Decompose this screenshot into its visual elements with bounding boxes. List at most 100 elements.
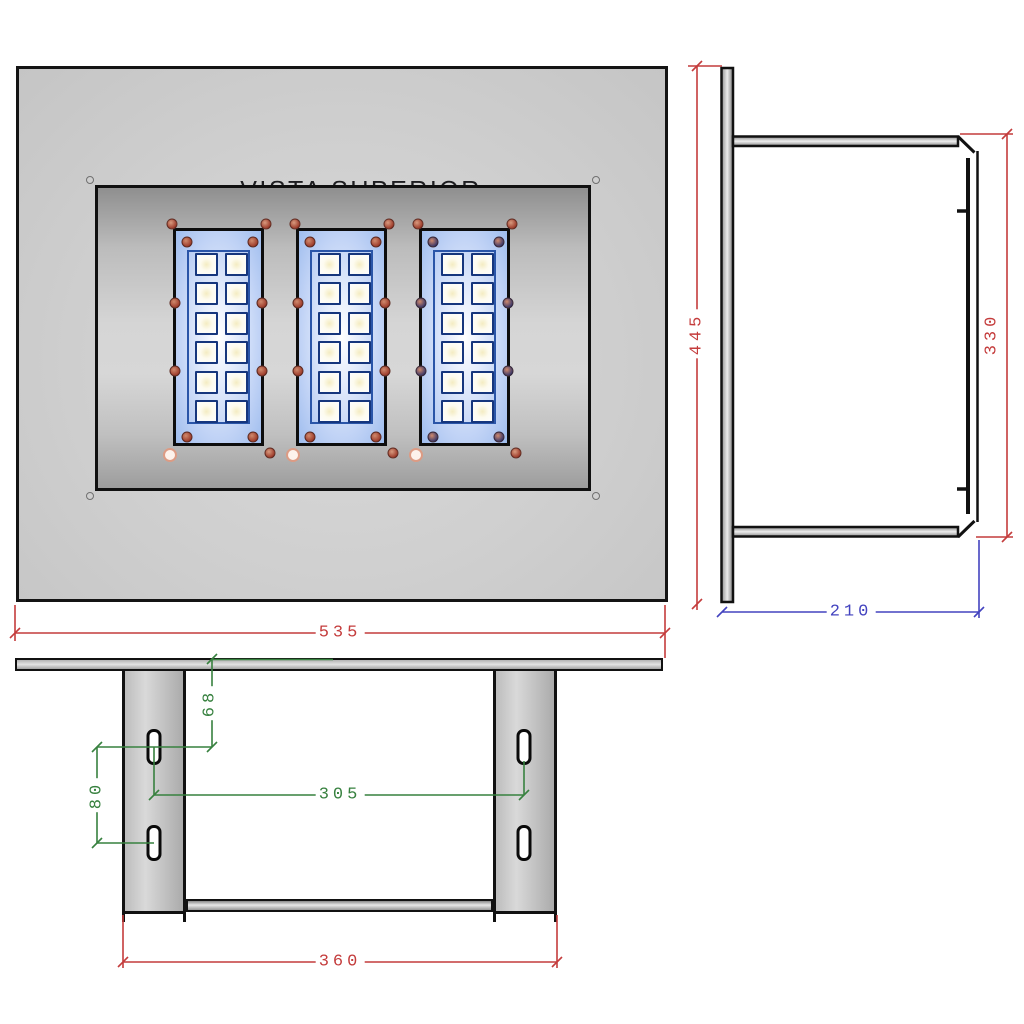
led-cell (224, 282, 248, 305)
screw (169, 297, 181, 309)
screw (427, 236, 439, 248)
led-module (286, 218, 399, 462)
screw (247, 236, 259, 248)
led-cell (317, 252, 341, 276)
leg-edge (554, 912, 557, 922)
led-cell (440, 282, 464, 305)
left-leg (122, 671, 186, 914)
right-leg (493, 671, 557, 914)
dim-label-68: 68 (201, 685, 220, 721)
screw (412, 218, 424, 230)
screw (379, 365, 391, 377)
led-cell (470, 252, 494, 276)
led-cell (347, 341, 371, 364)
screw-hole-ring (163, 448, 177, 462)
led-cell (347, 400, 371, 423)
screw (379, 297, 391, 309)
dim-label-80: 80 (88, 777, 107, 813)
led-cell (317, 400, 341, 423)
led-cell (440, 341, 464, 364)
front-bottom-bar (186, 899, 493, 912)
dim-label-360: 360 (315, 953, 365, 971)
led-cell (194, 370, 218, 394)
screw (260, 218, 272, 230)
screw (370, 236, 382, 248)
led-cell (470, 400, 494, 423)
led-cell (194, 341, 218, 364)
screw-hole-ring (286, 448, 300, 462)
led-cell (194, 311, 218, 335)
screw (415, 297, 427, 309)
led-cell (470, 341, 494, 364)
screw (502, 365, 514, 377)
screw (510, 447, 522, 459)
led-cell (317, 370, 341, 394)
led-module (163, 218, 276, 462)
led-cell (440, 370, 464, 394)
screw (502, 297, 514, 309)
screw (506, 218, 518, 230)
corner-hole (592, 176, 600, 184)
screw (493, 431, 505, 443)
corner-hole (86, 492, 94, 500)
mounting-slot (146, 825, 162, 861)
led-cell (347, 311, 371, 335)
screw (289, 218, 301, 230)
mounting-slot (516, 825, 532, 861)
led-cell (224, 252, 248, 276)
led-cell (470, 282, 494, 305)
led-cell (224, 341, 248, 364)
screw (304, 236, 316, 248)
leg-edge (183, 912, 186, 922)
led-cell (194, 282, 218, 305)
led-cell (470, 370, 494, 394)
led-cell (347, 252, 371, 276)
screw (264, 447, 276, 459)
module-frame (433, 250, 496, 424)
led-cell (224, 311, 248, 335)
screw (383, 218, 395, 230)
led-cell (194, 252, 218, 276)
screw (181, 236, 193, 248)
screw (304, 431, 316, 443)
screw (427, 431, 439, 443)
screw-hole-ring (409, 448, 423, 462)
dim-label-210: 210 (826, 603, 876, 621)
side-view (720, 66, 979, 604)
corner-hole (86, 176, 94, 184)
screw (415, 365, 427, 377)
leg-edge (493, 912, 496, 922)
dim-label-535: 535 (315, 624, 365, 642)
screw (256, 297, 268, 309)
led-cell (224, 400, 248, 423)
screw (181, 431, 193, 443)
module-frame (187, 250, 250, 424)
led-cell (317, 341, 341, 364)
led-cell (470, 311, 494, 335)
led-cell (317, 311, 341, 335)
leg-edge (122, 912, 125, 922)
dim-label-305: 305 (315, 786, 365, 804)
screw (292, 297, 304, 309)
led-cell (194, 400, 218, 423)
mounting-slot (146, 729, 162, 765)
led-cell (224, 370, 248, 394)
mounting-slot (516, 729, 532, 765)
led-module (409, 218, 522, 462)
screw (493, 236, 505, 248)
led-cell (440, 400, 464, 423)
screw (387, 447, 399, 459)
led-cell (317, 282, 341, 305)
screw (256, 365, 268, 377)
dim-label-330: 330 (983, 309, 1002, 359)
front-top-plate (15, 658, 663, 671)
led-cell (440, 311, 464, 335)
corner-hole (592, 492, 600, 500)
screw (370, 431, 382, 443)
led-cell (347, 282, 371, 305)
dim-label-445: 445 (688, 309, 707, 359)
screw (169, 365, 181, 377)
screw (166, 218, 178, 230)
module-frame (310, 250, 373, 424)
